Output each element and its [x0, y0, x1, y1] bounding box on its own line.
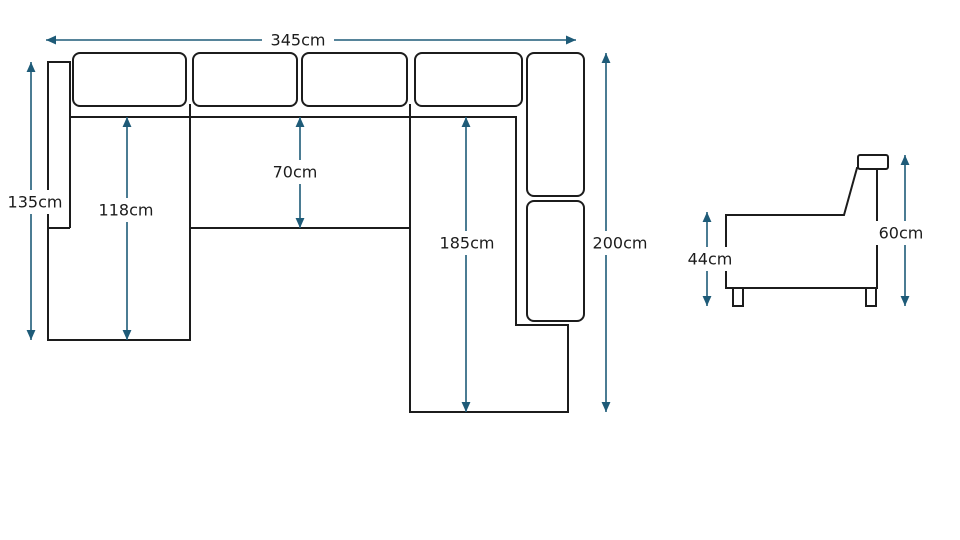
- back-leg: [865, 287, 877, 307]
- side-view: 44cm 60cm: [686, 154, 928, 307]
- side-headrest: [857, 154, 889, 170]
- left-depth-dimension: 135cm: [6, 62, 64, 340]
- back-height-dimension: 60cm: [876, 155, 928, 306]
- side-cushion-lower: [526, 200, 585, 322]
- back-cushion-4: [414, 52, 523, 107]
- back-cushion-2: [192, 52, 298, 107]
- width-label: 345cm: [271, 31, 326, 50]
- width-dimension: 345cm: [46, 31, 576, 50]
- top-view: 345cm 135cm 118cm 70cm 185cm: [6, 31, 650, 413]
- left-seat-depth-dimension: 118cm: [97, 117, 155, 340]
- seat-height-dimension: 44cm: [686, 212, 734, 306]
- side-cushion-upper: [526, 52, 585, 197]
- left-seat-depth-label: 118cm: [99, 201, 154, 220]
- seat-height-label: 44cm: [688, 250, 733, 269]
- right-depth-label: 200cm: [593, 234, 648, 253]
- right-seat-depth-label: 185cm: [440, 234, 495, 253]
- right-depth-dimension: 200cm: [590, 53, 650, 412]
- back-cushion-1: [72, 52, 187, 107]
- side-profile-outline: [725, 167, 878, 289]
- back-height-label: 60cm: [879, 224, 924, 243]
- left-depth-label: 135cm: [8, 193, 63, 212]
- back-cushion-3: [301, 52, 408, 107]
- front-leg: [732, 287, 744, 307]
- middle-seat-depth-dimension: 70cm: [270, 117, 322, 228]
- middle-seat-depth-label: 70cm: [273, 163, 318, 182]
- right-seat-depth-dimension: 185cm: [438, 117, 496, 412]
